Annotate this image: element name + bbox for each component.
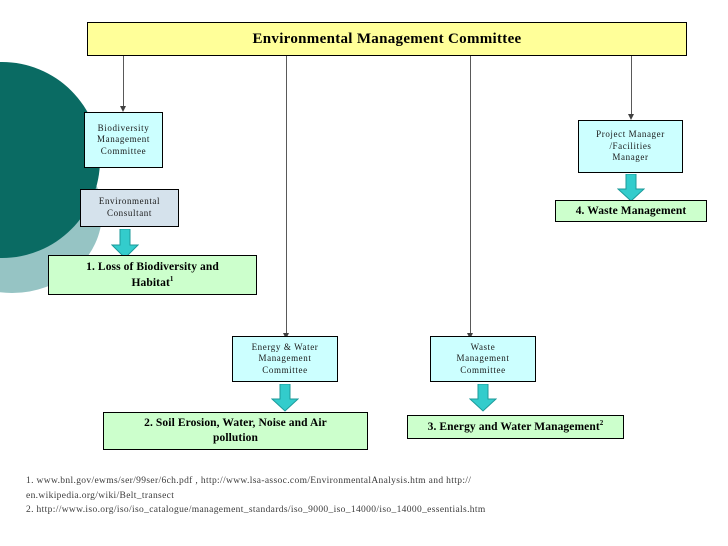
outcome-line-2: pollution — [212, 432, 258, 444]
diagram-title-box: Environmental Management Committee — [87, 22, 687, 56]
outcome-soil-erosion[interactable]: 2. Soil Erosion, Water, Noise and Air po… — [103, 412, 368, 450]
connector-arrowhead-biodiversity — [119, 106, 126, 112]
node-text: Environmental Consultant — [96, 196, 163, 219]
outcome-text: 2. Soil Erosion, Water, Noise and Air po… — [141, 416, 330, 445]
footnote-line-2: en.wikipedia.org/wiki/Belt_transect — [26, 490, 175, 501]
node-energy-water-management-committee[interactable]: Energy & Water Management Committee — [232, 336, 338, 382]
node-line-3: Committee — [460, 364, 506, 375]
block-arrow-down-energy-water-management — [469, 384, 497, 412]
node-line-1: Project Manager — [596, 129, 665, 140]
node-text: Biodiversity Management Committee — [94, 123, 153, 158]
outcome-line-1-text: 3. Energy and Water Management — [427, 421, 600, 434]
node-line-2: Management — [456, 353, 510, 364]
node-waste-management-committee[interactable]: Waste Management Committee — [430, 336, 536, 382]
node-text: Project Manager /Facilities Manager — [593, 129, 668, 164]
outcome-line-2: Habitat1 — [83, 275, 222, 291]
node-line-3: Committee — [100, 145, 147, 156]
block-arrow-down-biodiversity — [111, 229, 139, 259]
connector-title-to-waste — [470, 56, 471, 335]
node-line-3: Manager — [612, 152, 649, 163]
connector-title-to-project-manager — [631, 56, 632, 116]
footnote-line-1: 1. www.bnl.gov/ewms/ser/99ser/6ch.pdf , … — [26, 476, 472, 486]
diagram-title-text: Environmental Management Committee — [252, 30, 522, 47]
node-line-1: Biodiversity — [97, 122, 150, 133]
node-line-2: /Facilities — [609, 140, 652, 151]
outcome-superscript: 1 — [169, 274, 174, 283]
connector-title-to-biodiversity — [123, 56, 124, 108]
node-biodiversity-management-committee[interactable]: Biodiversity Management Committee — [84, 112, 163, 168]
block-arrow-down-waste-management — [617, 174, 645, 202]
outcome-line-1: 2. Soil Erosion, Water, Noise and Air — [144, 417, 327, 430]
node-environmental-consultant[interactable]: Environmental Consultant — [80, 189, 179, 227]
footnote-line-3: 2. http://www.iso.org/iso/iso_catalogue/… — [26, 505, 486, 516]
connector-title-to-energy-water — [286, 56, 287, 335]
outcome-line-1: 3. Energy and Water Management2 — [425, 419, 607, 435]
node-project-manager[interactable]: Project Manager /Facilities Manager — [578, 120, 683, 173]
outcome-line-2-text: Habitat — [131, 276, 170, 289]
outcome-superscript: 2 — [599, 419, 604, 428]
node-text: Energy & Water Management Committee — [249, 342, 322, 377]
node-line-2: Consultant — [106, 208, 152, 218]
outcome-waste-management[interactable]: 4. Waste Management — [555, 200, 707, 222]
node-line-2: Management — [97, 134, 150, 145]
outcome-text: 4. Waste Management — [573, 204, 690, 219]
node-line-1: Environmental — [98, 196, 161, 207]
outcome-energy-water-management[interactable]: 3. Energy and Water Management2 — [407, 415, 624, 439]
node-line-3: Committee — [262, 364, 308, 375]
outcome-text: 3. Energy and Water Management2 — [425, 419, 607, 435]
node-text: Waste Management Committee — [454, 342, 513, 377]
outcome-text: 1. Loss of Biodiversity and Habitat1 — [83, 260, 222, 290]
node-line-2: Management — [258, 353, 312, 364]
node-line-1: Waste — [470, 341, 496, 352]
block-arrow-down-soil-erosion — [271, 384, 299, 412]
node-line-1: Energy & Water — [251, 341, 319, 352]
connector-arrowhead-project-manager — [627, 114, 634, 120]
footnotes: 1. www.bnl.gov/ewms/ser/99ser/6ch.pdf , … — [26, 474, 646, 518]
outcome-line-1: 4. Waste Management — [575, 204, 687, 217]
outcome-line-1: 1. Loss of Biodiversity and — [86, 260, 219, 273]
outcome-loss-of-biodiversity[interactable]: 1. Loss of Biodiversity and Habitat1 — [48, 255, 257, 295]
